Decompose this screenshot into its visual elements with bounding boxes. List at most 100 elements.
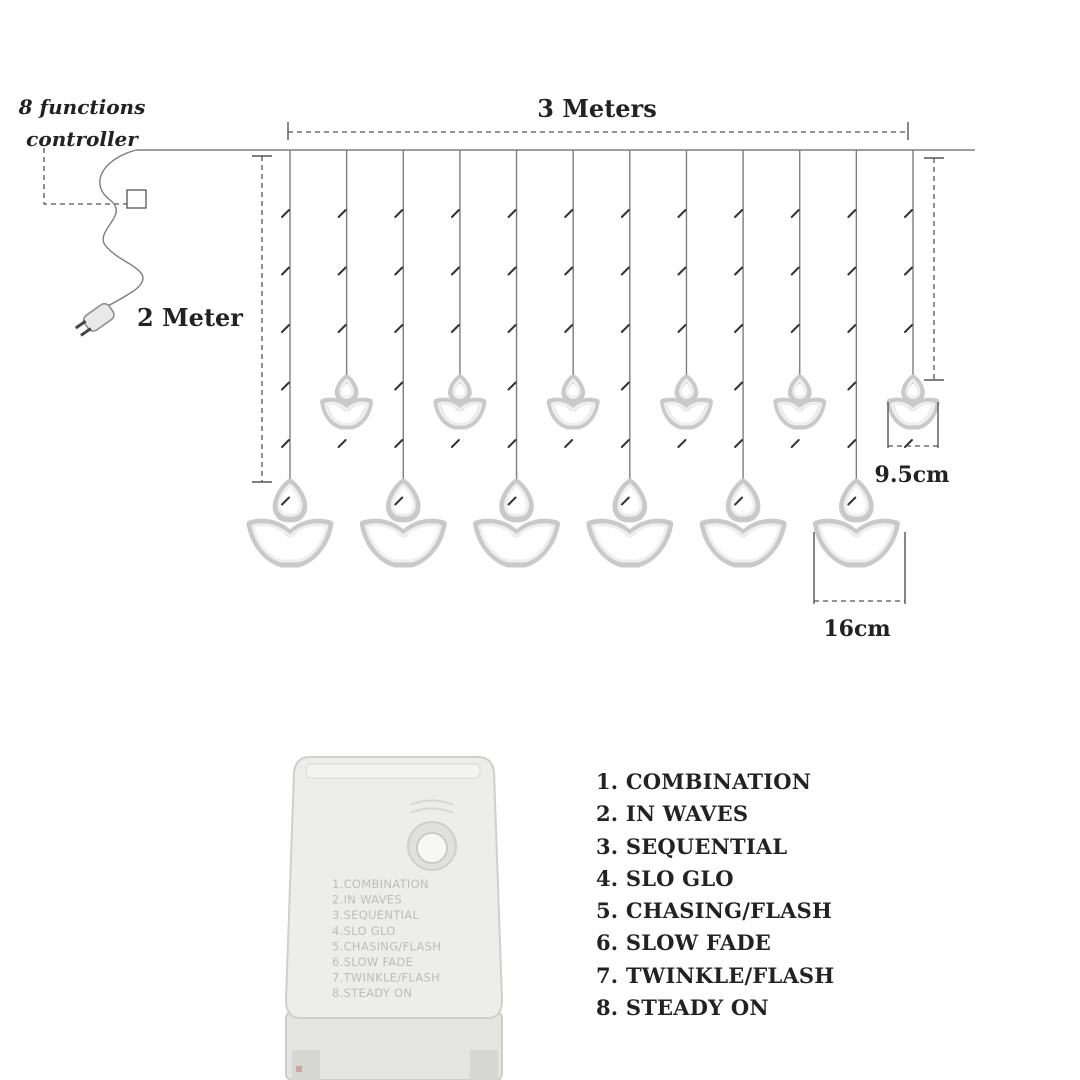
controller-box-print-line: 4.SLO GLO [332, 924, 396, 938]
function-item-4: 4. SLO GLO [596, 865, 734, 891]
led-bulb [281, 381, 290, 391]
diya-lamp-large [816, 482, 896, 564]
led-bulb [790, 324, 800, 333]
led-bulb [281, 209, 290, 218]
diya-lamp-large [363, 482, 443, 564]
function-item-3: 3. SEQUENTIAL [596, 833, 788, 859]
led-bulb [394, 496, 404, 506]
function-item-7: 7. TWINKLE/FLASH [596, 962, 835, 988]
light-strands [250, 150, 936, 564]
strand-long [250, 150, 330, 564]
led-bulb [337, 324, 347, 333]
strand-long [363, 150, 443, 564]
led-bulb [677, 266, 687, 276]
controller-box-print-line: 1.COMBINATION [332, 877, 429, 891]
diya-lamp-large [590, 482, 670, 564]
led-bulb [904, 324, 913, 333]
led-bulb [450, 439, 460, 448]
strand-short [663, 150, 709, 448]
led-bulb [564, 209, 574, 218]
diya-lamp-small [777, 378, 823, 426]
led-bulb [677, 324, 687, 333]
led-bulb [507, 439, 517, 448]
small-lamp-size-label: 9.5cm [875, 462, 950, 488]
led-bulb [620, 324, 630, 333]
diya-lamp-small [437, 378, 483, 426]
function-item-2: 2. IN WAVES [596, 801, 749, 827]
large-lamp-size-label: 16cm [823, 616, 890, 642]
function-item-8: 8. STEADY ON [596, 995, 769, 1021]
strand-long [816, 150, 896, 564]
led-bulb [394, 209, 404, 218]
led-bulb [734, 496, 744, 506]
led-bulb [847, 496, 857, 506]
strand-short [890, 150, 936, 448]
diya-lamp-small [663, 378, 709, 426]
led-bulb [677, 439, 687, 448]
height-label: 2 Meter [137, 303, 243, 332]
led-bulb [564, 266, 574, 276]
controller-box-print-line: 6.SLOW FADE [332, 955, 413, 969]
controller-marker-box [126, 189, 147, 209]
diya-lamp-large [250, 482, 330, 564]
led-bulb [904, 209, 913, 218]
controller-box-print-line: 5.CHASING/FLASH [332, 939, 441, 953]
led-bulb [564, 439, 574, 448]
led-bulb [507, 496, 517, 506]
led-bulb [847, 209, 857, 218]
led-bulb [904, 266, 913, 276]
diya-lamp-small [324, 378, 370, 426]
power-cable [99, 149, 144, 311]
led-bulb [734, 324, 744, 333]
led-bulb [337, 266, 347, 276]
led-bulb [847, 381, 857, 391]
led-bulb [281, 266, 290, 276]
strand-short [437, 150, 483, 448]
led-bulb [450, 324, 460, 333]
controller-box-print-line: 2.IN WAVES [332, 893, 402, 907]
strand-long [590, 150, 670, 564]
led-bulb [281, 496, 290, 506]
led-bulb [394, 324, 404, 333]
led-bulb [507, 324, 517, 333]
diya-lamp-small [550, 378, 596, 426]
led-bulb [337, 209, 347, 218]
led-bulb [790, 209, 800, 218]
strand-short [550, 150, 596, 448]
function-item-5: 5. CHASING/FLASH [596, 898, 833, 924]
controller-label-line1: 8 functions [18, 95, 146, 119]
controller-box-print-line: 3.SEQUENTIAL [332, 908, 419, 922]
led-bulb [847, 266, 857, 276]
controller-callout-line [43, 148, 128, 205]
led-bulb [507, 209, 517, 218]
led-bulb [564, 324, 574, 333]
led-bulb [507, 266, 517, 276]
led-bulb [734, 439, 744, 448]
eu-plug-icon [74, 303, 115, 337]
strand-short [324, 150, 370, 448]
led-bulb [847, 439, 857, 448]
led-bulb [620, 209, 630, 218]
function-item-1: 1. COMBINATION [596, 769, 812, 794]
function-list: 1. COMBINATION 2. IN WAVES 3. SEQUENTIAL… [596, 766, 834, 1024]
led-bulb [790, 266, 800, 276]
function-item-6: 6. SLOW FADE [596, 930, 771, 956]
mode-button[interactable] [416, 832, 448, 864]
strand-long [703, 150, 783, 564]
led-bulb [450, 209, 460, 218]
diya-lamp-small [890, 378, 936, 426]
led-bulb [620, 496, 630, 506]
led-bulb [734, 381, 744, 391]
led-bulb [847, 324, 857, 333]
controller-box-print-line: 8.STEADY ON [332, 986, 412, 1000]
led-bulb [620, 439, 630, 448]
strand-short [777, 150, 823, 448]
led-bulb [450, 266, 460, 276]
led-bulb [337, 439, 347, 448]
led-bulb [281, 324, 290, 333]
led-bulb [677, 209, 687, 218]
led-bulb [394, 381, 404, 391]
